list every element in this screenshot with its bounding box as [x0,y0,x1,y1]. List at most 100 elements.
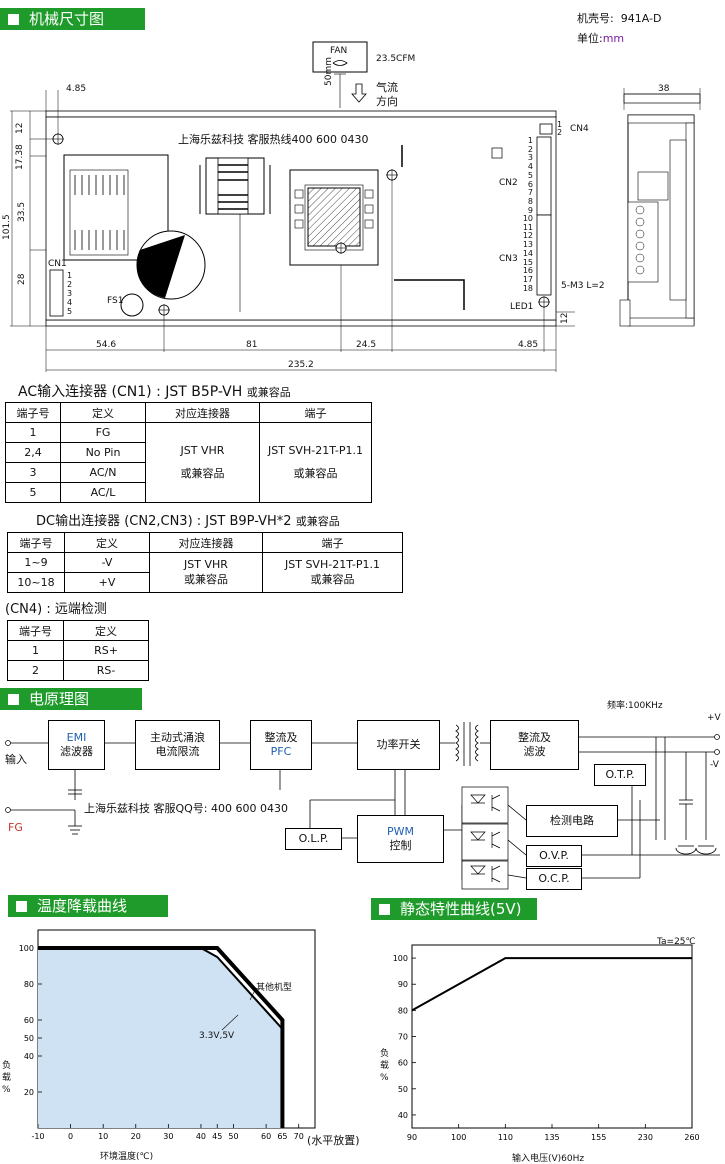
x-tick-label-4: 30 [163,1132,173,1141]
rectifier-block: 整流及滤波 [490,720,579,770]
y-tick-label-5: 90 [398,980,408,989]
ocp-block: O.C.P. [526,868,582,890]
x-tick-label-10: 70 [294,1132,304,1141]
fan-label: FAN [330,46,348,56]
fs1-label: FS1 [107,296,124,306]
inrush-limit-block: 主动式涌浪电流限流 [135,720,220,770]
olp-block: O.L.P. [285,828,342,850]
x-tick-label-5: 40 [196,1132,206,1141]
section-title-derating: 温度降载曲线 [8,895,168,917]
x-tick-label-6: 260 [684,1133,699,1142]
cn4-table-title: (CN4) : 远端检测 [5,602,107,617]
dim-24-5: 24.5 [356,340,377,350]
y-tick-label-5: 100 [19,944,34,953]
other-models-leader [249,989,256,1001]
v33-5v-label: 3.3V,5V [199,1031,235,1041]
series-line [411,957,692,1012]
x-tick-label-9: 65 [277,1132,287,1141]
other-models-label: 其他机型 [256,983,293,993]
led1-label: LED1 [510,302,534,312]
minus-v-label: -V [710,760,719,770]
otp-block: O.T.P. [594,764,646,786]
unit-label: 单位:mm [577,32,625,45]
section-title-dims: 机械尺寸图 [0,8,145,30]
y-tick-label-4: 80 [24,980,34,989]
y-tick-label-4: 80 [398,1006,408,1015]
y-tick-label-3: 70 [398,1033,408,1042]
dim-4-85-top: 4.85 [66,84,87,94]
series-area-fill [38,948,283,1128]
x-tick-label-1: 0 [68,1132,73,1141]
derating-xlabel: 环境温度(℃) [100,1152,154,1162]
series-line-2 [38,947,284,1128]
dim-4-85-bottom: 4.85 [518,340,539,350]
derating-xnote: (水平放置) [307,1134,360,1147]
input-label: 输入 [5,753,27,766]
ac-table-title: AC输入连接器 (CN1) : JST B5P-VH 或兼容品 [18,384,291,400]
airflow-text-2: 方向 [376,95,398,108]
x-tick-label-2: 10 [98,1132,108,1141]
dim-38: 38 [658,84,670,94]
hotline-text: 上海乐兹科技 客服热线400 600 0430 [178,133,369,146]
x-tick-label-5: 230 [638,1133,653,1142]
static-xlabel: 输入电压(V)60Hz [512,1154,585,1164]
airflow-text-1: 气流 [376,81,398,94]
fg-label: FG [8,821,23,834]
schematic-wires [5,722,720,890]
dim-81: 81 [246,340,258,350]
dim-m3: 5-M3 L=2 [561,281,605,291]
dc-table-title: DC输出连接器 (CN2,CN3) : JST B9P-VH*2 或兼容品 [36,514,340,529]
y-tick-label-3: 60 [24,1016,34,1025]
x-tick-label-7: 50 [228,1132,238,1141]
section-title-schematic: 电原理图 [0,688,142,710]
y-tick-label-0: 20 [24,1088,34,1097]
cn1-label: CN1 [48,259,67,269]
static-ylabel: 负载% [380,1049,390,1083]
x-tick-label-2: 110 [498,1133,513,1142]
cn4-label: CN4 [570,124,589,134]
derating-ylabel: 负载% [2,1061,12,1095]
y-tick-label-2: 50 [24,1034,34,1043]
model-label: 机壳号: 941A-D [577,12,662,25]
x-tick-label-1: 100 [451,1133,466,1142]
dim-235-2: 235.2 [288,360,314,370]
ovp-block: O.V.P. [526,845,582,867]
power-switch-block: 功率开关 [357,720,440,770]
y-tick-label-2: 60 [398,1059,408,1068]
x-tick-label-8: 60 [261,1132,271,1141]
dim-54-6: 54.6 [96,340,117,350]
detect-circuit-block: 检测电路 [526,805,618,837]
qq-text: 上海乐兹科技 客服QQ号: 400 600 0430 [84,802,288,815]
x-tick-label-3: 20 [131,1132,141,1141]
section-title-static: 静态特性曲线(5V) [371,898,537,920]
cn2-label: CN2 [499,178,518,188]
y-tick-label-1: 50 [398,1085,408,1094]
cn3-label: CN3 [499,254,518,264]
y-tick-label-1: 40 [24,1052,34,1061]
x-tick-label-4: 155 [591,1133,606,1142]
plot-frame [411,944,693,1129]
y-tick-label-0: 40 [398,1111,408,1120]
x-tick-label-0: 90 [407,1133,417,1142]
ta-label: Ta=25℃ [657,937,696,947]
x-tick-label-6: 45 [212,1132,222,1141]
v33-leader [221,1014,239,1031]
plus-v-label: +V [707,713,721,723]
y-tick-label-6: 100 [393,954,408,963]
fan-cfm: 23.5CFM [376,54,416,64]
mechanical-drawing [10,41,701,372]
x-tick-label-3: 135 [544,1133,559,1142]
x-tick-label-0: -10 [31,1132,44,1141]
